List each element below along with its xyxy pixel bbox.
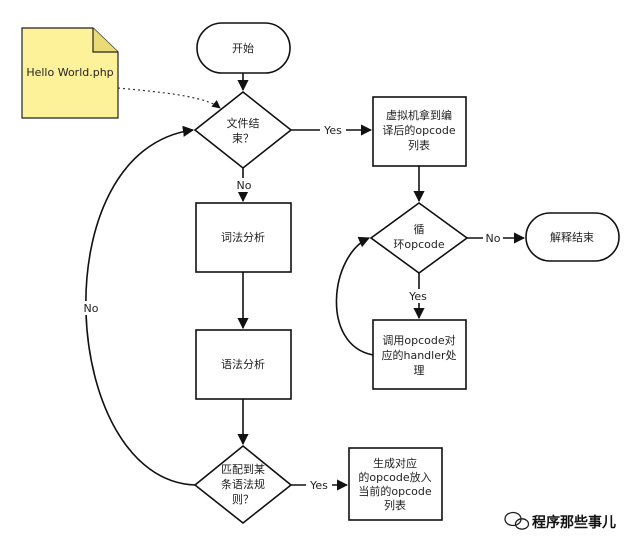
handler-label-1: 调用opcode对 xyxy=(382,333,455,347)
vm-fetch-node: 虚拟机拿到编 译后的opcode 列表 xyxy=(372,96,467,167)
gen-label-4: 列表 xyxy=(384,498,406,512)
call-handler-node: 调用opcode对 应的handler处 理 xyxy=(372,319,467,390)
match-label-1: 匹配到某 xyxy=(221,463,265,476)
hello-world-note: Hello World.php xyxy=(21,27,119,119)
loop-label-1: 循 xyxy=(414,223,425,236)
eof-label-1: 文件结 xyxy=(227,116,260,130)
note-connector xyxy=(117,87,221,109)
handler-label-2: 应的handler处 xyxy=(381,348,456,362)
gen-label-1: 生成对应 xyxy=(373,456,417,470)
handler-label-3: 理 xyxy=(414,364,425,377)
vm-label-2: 译后的opcode xyxy=(382,123,455,137)
edge-label-yes-1: Yes xyxy=(323,124,342,137)
edge-label-no-1: No xyxy=(237,179,252,192)
edge-handler-back xyxy=(335,236,374,356)
end-label: 解释结束 xyxy=(550,230,594,244)
wechat-icon xyxy=(504,511,530,530)
match-label-2: 条语法规 xyxy=(221,477,265,491)
syntax-analysis-node: 语法分析 xyxy=(195,329,292,400)
syntax-label: 语法分析 xyxy=(221,357,265,371)
lexical-analysis-node: 词法分析 xyxy=(195,202,292,273)
vm-label-1: 虚拟机拿到编 xyxy=(386,108,452,122)
match-label-3: 则？ xyxy=(232,493,254,506)
note-text: Hello World.php xyxy=(26,66,113,79)
lexical-label: 词法分析 xyxy=(221,230,265,244)
gen-label-2: 的opcode放入 xyxy=(358,470,431,484)
start-node: 开始 xyxy=(196,22,291,74)
eof-decision: 文件结 束？ xyxy=(193,90,293,170)
watermark-text: 程序那些事儿 xyxy=(532,514,616,531)
edge-labels: Yes No No Yes Yes No xyxy=(80,123,503,492)
edge-label-no-2: No xyxy=(486,232,501,245)
edge-label-yes-2: Yes xyxy=(408,290,427,303)
edge-match-no-loop xyxy=(85,125,196,486)
vm-label-3: 列表 xyxy=(408,138,430,152)
eof-label-2: 束？ xyxy=(232,132,254,145)
edge-label-no-3: No xyxy=(84,302,99,315)
match-rule-decision: 匹配到某 条语法规 则？ xyxy=(193,444,293,525)
start-label: 开始 xyxy=(232,41,254,55)
generate-opcode-node: 生成对应 的opcode放入 当前的opcode 列表 xyxy=(348,447,443,521)
watermark: 程序那些事儿 xyxy=(504,511,616,531)
edge-label-yes-3: Yes xyxy=(309,479,328,492)
end-node: 解释结束 xyxy=(525,212,620,262)
loop-decision: 循 环opcode xyxy=(369,202,469,274)
loop-label-2: 环opcode xyxy=(393,238,444,251)
gen-label-3: 当前的opcode xyxy=(358,484,431,498)
